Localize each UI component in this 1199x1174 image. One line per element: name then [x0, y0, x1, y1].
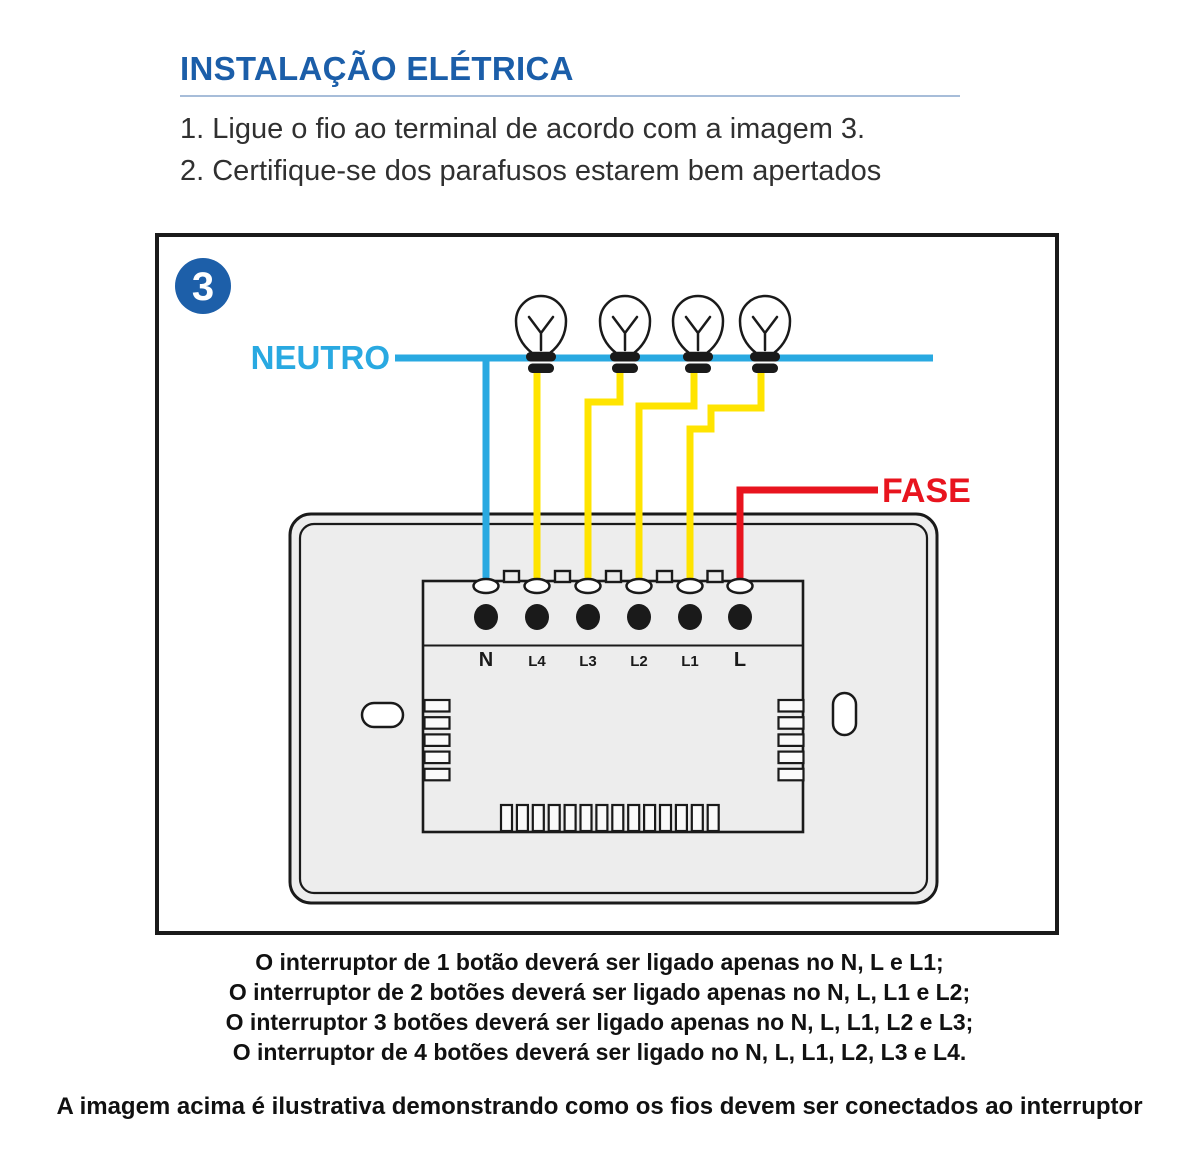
wiring-notes: O interruptor de 1 botão deverá ser liga…	[0, 947, 1199, 1067]
note-line: O interruptor de 4 botões deverá ser lig…	[232, 1039, 967, 1065]
instructions: 1. Ligue o fio ao terminal de acordo com…	[180, 108, 881, 192]
note-line: O interruptor de 2 botões deverá ser lig…	[228, 979, 971, 1005]
note-line: O interruptor de 1 botão deverá ser liga…	[255, 949, 944, 975]
diagram-frame	[155, 233, 1059, 935]
page-title: INSTALAÇÃO ELÉTRICA	[180, 50, 574, 87]
instruction-step-1: 1. Ligue o fio ao terminal de acordo com…	[180, 113, 866, 145]
note-line: O interruptor 3 botões deverá ser ligado…	[225, 1009, 974, 1035]
title-underline	[180, 95, 960, 97]
illustrative-caption: A imagem acima é ilustrativa demonstrand…	[56, 1093, 1143, 1120]
instruction-step-2: 2. Certifique-se dos parafusos estarem b…	[180, 155, 882, 187]
